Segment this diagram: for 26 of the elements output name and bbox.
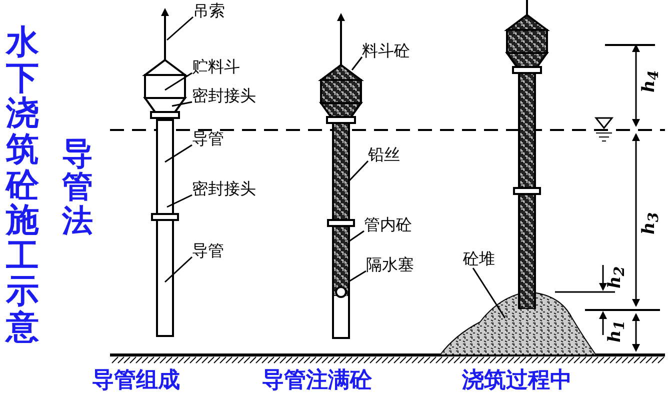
leader-line — [347, 160, 369, 183]
part-label: 贮料斗 — [192, 58, 240, 76]
part-label: 隔水塞 — [366, 256, 414, 274]
part-label: 吊索 — [193, 2, 225, 20]
leader-line — [166, 16, 194, 41]
part-label: 密封接头 — [192, 87, 256, 106]
leader-line — [172, 101, 192, 107]
panel-caption: 导管注满砼 — [262, 368, 372, 394]
leader-line — [164, 256, 192, 283]
part-label: 导管 — [192, 130, 224, 148]
leader-line — [164, 144, 192, 163]
leader-line — [351, 56, 363, 70]
part-label: 导管 — [192, 242, 224, 260]
part-label: 料斗砼 — [362, 42, 410, 60]
leader-line — [166, 194, 192, 208]
leader-line — [472, 268, 506, 318]
part-label: 砼堆 — [463, 250, 495, 268]
panel-caption: 导管组成 — [92, 368, 180, 394]
leader-line — [348, 230, 364, 243]
title: 水下浇筑砼施工示意 — [6, 24, 39, 345]
part-label: 管内砼 — [364, 216, 412, 234]
part-label: 密封接头 — [192, 180, 256, 198]
part-label: 铅丝 — [368, 146, 400, 164]
panel-caption: 浇筑过程中 — [462, 368, 572, 394]
leader-line — [348, 270, 366, 283]
subtitle: 导管法 — [62, 138, 93, 238]
